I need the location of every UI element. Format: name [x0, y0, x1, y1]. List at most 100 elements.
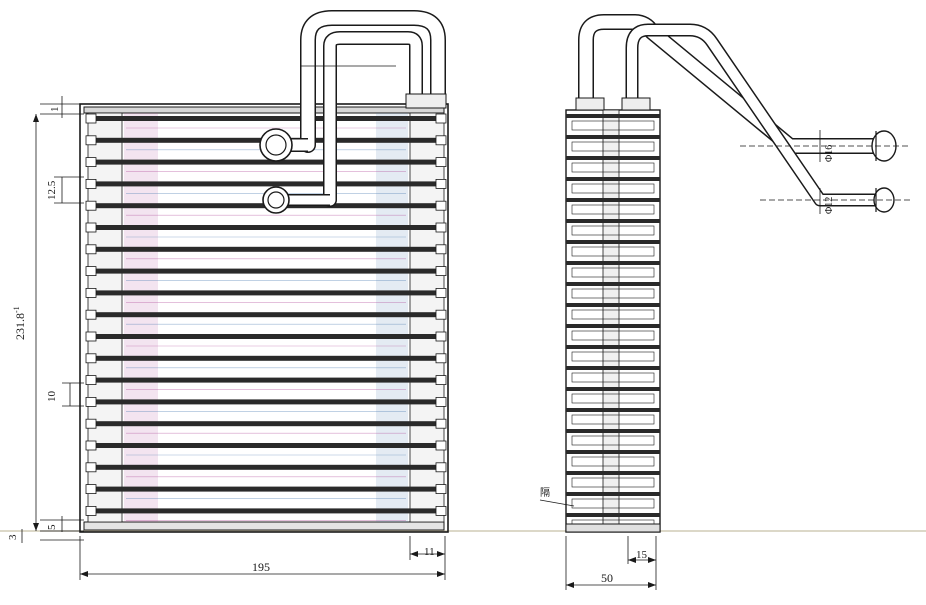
header-knob — [85, 353, 97, 364]
side-plate — [566, 492, 660, 496]
side-pipe-lower-fill — [627, 25, 876, 205]
baffle-leader — [539, 499, 575, 507]
header-knob — [435, 462, 447, 473]
front-tube — [92, 225, 440, 230]
header-knob — [85, 484, 97, 495]
side-channel — [571, 351, 655, 362]
side-channel — [571, 393, 655, 404]
header-knob — [435, 375, 447, 386]
side-channel — [571, 414, 655, 425]
side-arrowheads — [566, 557, 656, 588]
header-knob — [435, 309, 447, 320]
side-plate — [566, 240, 660, 244]
header-knob — [435, 396, 447, 407]
side-channel — [571, 162, 655, 173]
side-plate — [566, 345, 660, 349]
header-knob — [85, 309, 97, 320]
top-plate — [83, 106, 445, 114]
dim-header-depth: 15 — [636, 549, 648, 561]
front-arrowheads — [33, 114, 445, 577]
header-knob — [435, 505, 447, 516]
side-channel — [571, 330, 655, 341]
side-plate — [566, 177, 660, 181]
header-knob — [85, 113, 97, 124]
front-tube — [92, 116, 440, 121]
header-knob — [85, 505, 97, 516]
side-plate — [566, 198, 660, 202]
side-channel — [571, 246, 655, 257]
upper-port-bore — [265, 134, 287, 156]
front-tube — [92, 377, 440, 383]
front-tube — [92, 290, 440, 296]
front-tube — [92, 246, 440, 252]
header-knob — [85, 135, 97, 146]
side-view — [565, 14, 897, 533]
side-channel — [571, 183, 655, 194]
side-channel — [571, 477, 655, 488]
baffle-label: 隔 — [540, 487, 550, 499]
dim-depth: 50 — [601, 571, 613, 585]
side-plate — [566, 156, 660, 160]
pipe-fitting — [405, 93, 447, 109]
header-knob — [85, 462, 97, 473]
front-tube — [92, 334, 440, 339]
front-tube — [92, 486, 440, 492]
header-knob — [85, 396, 97, 407]
side-channel — [571, 435, 655, 446]
header-knob — [85, 178, 97, 189]
header-knob — [435, 157, 447, 168]
side-channel — [571, 456, 655, 467]
header-knob — [85, 222, 97, 233]
side-channel — [571, 141, 655, 152]
side-plate — [566, 261, 660, 265]
front-tube — [92, 421, 440, 427]
header-knob — [85, 331, 97, 342]
side-channel — [571, 225, 655, 236]
header-knob — [435, 135, 447, 146]
side-channel — [571, 267, 655, 278]
side-plate — [566, 135, 660, 139]
side-channel — [571, 288, 655, 299]
lower-port — [262, 186, 290, 214]
side-fitting-b — [621, 97, 651, 111]
front-tube — [92, 159, 440, 165]
dim-width: 195 — [252, 560, 270, 574]
front-tube — [92, 181, 440, 187]
front-view — [79, 10, 449, 533]
side-channel — [571, 120, 655, 131]
fin-band-left — [124, 113, 158, 522]
dim-height-total: 231.8-1 — [12, 306, 27, 340]
header-knob — [85, 418, 97, 429]
header-knob — [435, 200, 447, 211]
side-plate — [566, 471, 660, 475]
side-plate — [566, 387, 660, 391]
side-plates — [566, 114, 660, 530]
side-channel — [571, 372, 655, 383]
side-plate — [566, 324, 660, 328]
front-tube — [92, 464, 440, 470]
header-knob — [435, 266, 447, 277]
side-plate — [566, 114, 660, 118]
header-knob — [85, 244, 97, 255]
front-tube — [92, 443, 440, 448]
side-channel — [571, 498, 655, 509]
front-tube — [92, 508, 440, 514]
header-knob — [435, 244, 447, 255]
dim-fin-pitch: 10 — [46, 391, 58, 403]
header-knob — [435, 331, 447, 342]
side-plate — [566, 282, 660, 286]
side-channel — [571, 204, 655, 215]
fin-band-right — [376, 113, 408, 522]
header-knob — [435, 484, 447, 495]
header-knob — [435, 418, 447, 429]
header-knob — [435, 440, 447, 451]
side-bottom-plate — [565, 523, 661, 533]
dim-pipe-upper-dia: Φ16 — [824, 145, 835, 162]
outer-pipe-loop-fill — [301, 11, 445, 152]
front-dimensions — [21, 65, 446, 580]
side-plate — [566, 408, 660, 412]
front-tube — [92, 399, 440, 405]
dim-bottom-plate: 5 — [46, 524, 58, 530]
header-knob — [85, 287, 97, 298]
